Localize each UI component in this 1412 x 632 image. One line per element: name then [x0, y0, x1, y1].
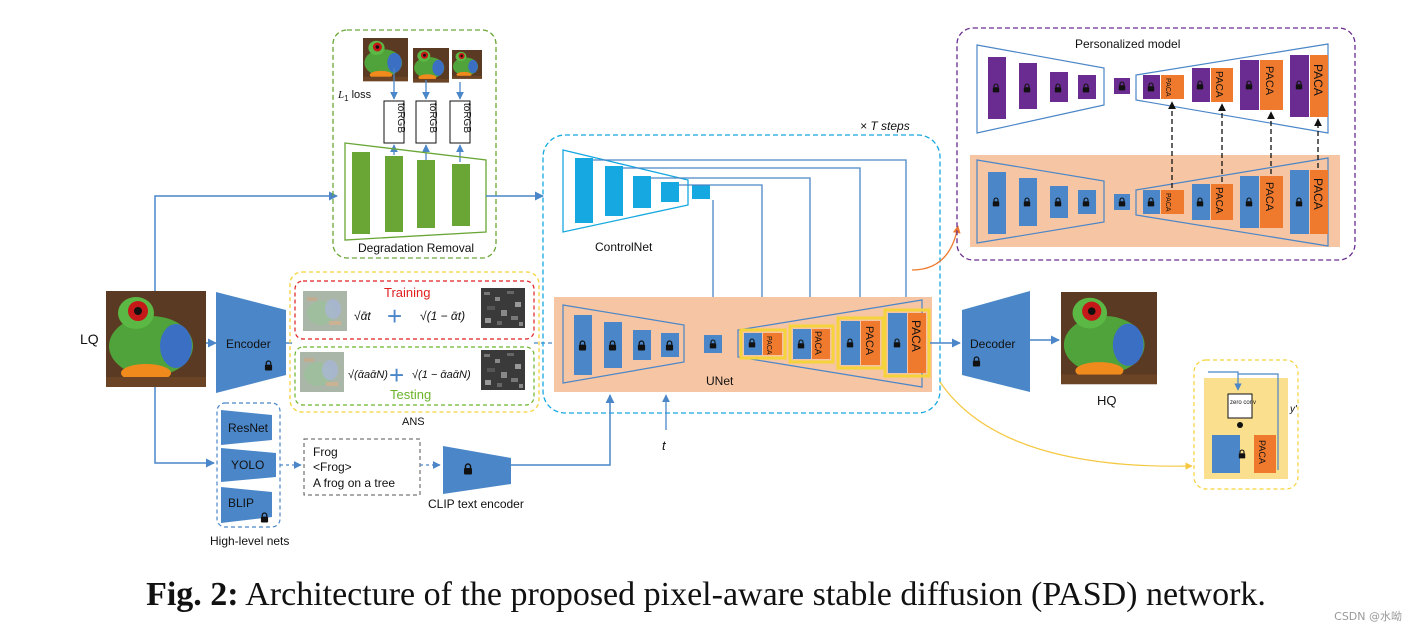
prompt-frog-caption: A frog on a tree [313, 476, 395, 490]
y-prime-label: y' [1289, 404, 1298, 415]
svg-text:Decoder: Decoder [970, 337, 1015, 351]
training-plus: + [387, 301, 402, 331]
zero-conv-block [1227, 393, 1253, 419]
degradation-removal-label: Degradation Removal [358, 241, 474, 255]
svg-text:YOLO: YOLO [231, 458, 264, 472]
paca-detail-box [1193, 359, 1299, 490]
lq-image [106, 291, 206, 387]
svg-text:Encoder: Encoder [226, 337, 271, 351]
training-box [294, 280, 535, 340]
prompt-frog: Frog [313, 445, 338, 459]
testing-box [294, 346, 535, 406]
svg-text:PACA: PACA [765, 336, 772, 355]
unet-label: UNet [706, 374, 734, 388]
svg-text:PACA: PACA [863, 326, 875, 356]
hq-image [1061, 292, 1157, 385]
degradation-output-images [363, 38, 482, 83]
clip-text-encoder-block [443, 446, 511, 494]
svg-text:toRGB: toRGB [461, 103, 472, 133]
blip-block: BLIP [221, 487, 272, 523]
personalized-unet: PACA PACA PACA PACA [976, 43, 1329, 134]
training-noise [481, 288, 525, 328]
controlnet-label: ControlNet [595, 240, 653, 254]
frozen-unet-blocks: PACA PACA PACA PACA [976, 157, 1329, 247]
t-steps-box [542, 134, 941, 414]
hq-label: HQ [1097, 393, 1117, 408]
degradation-removal-network [344, 142, 487, 241]
svg-text:PACA: PACA [909, 320, 923, 352]
personalized-model-box [956, 27, 1356, 261]
testing-image [300, 352, 344, 392]
svg-text:PACA: PACA [1257, 440, 1267, 464]
svg-text:PACA: PACA [1213, 187, 1224, 214]
svg-text:PACA: PACA [813, 331, 823, 355]
training-formula-2: √(1 − ᾱt) [420, 309, 465, 323]
svg-text:PACA: PACA [1311, 178, 1325, 210]
training-label: Training [384, 285, 430, 300]
decoder-block: Decoder [962, 291, 1030, 392]
clip-text-encoder-label: CLIP text encoder [428, 497, 524, 511]
watermark: CSDN @水呦 [1334, 610, 1402, 623]
high-level-nets-label: High-level nets [210, 534, 289, 548]
lq-label: LQ [80, 331, 99, 347]
encoder-block: Encoder [216, 292, 286, 393]
testing-formula-2: √(1 − ᾱaᾱN) [412, 369, 471, 381]
caption-text: Architecture of the proposed pixel-aware… [238, 576, 1266, 613]
svg-text:PACA: PACA [1164, 78, 1171, 97]
ans-box [289, 271, 540, 413]
resnet-block: ResNet [221, 410, 272, 445]
svg-text:PACA: PACA [1164, 193, 1171, 212]
yolo-block: YOLO [221, 448, 276, 482]
svg-text:toRGB: toRGB [395, 103, 406, 133]
controlnet-block [562, 149, 710, 233]
svg-text:ResNet: ResNet [228, 421, 269, 435]
caption-bold: Fig. 2: [146, 576, 239, 613]
svg-text:PACA: PACA [1263, 66, 1275, 96]
testing-noise [481, 350, 525, 390]
testing-formula-1: √(ᾱaᾱN) [348, 369, 388, 381]
text-prompts-box [303, 438, 421, 496]
degradation-removal-box [332, 29, 497, 259]
svg-text:BLIP: BLIP [228, 496, 254, 510]
zero-conv-label: zero conv [1230, 400, 1256, 406]
svg-text:PACA: PACA [1263, 182, 1275, 212]
svg-text:PACA: PACA [1311, 64, 1325, 96]
svg-text:PACA: PACA [1213, 71, 1224, 98]
testing-plus: + [389, 360, 404, 390]
unet-decoder: PACA PACA PACA PACA [737, 299, 931, 388]
torgb-blocks: toRGB toRGB toRGB [383, 100, 472, 144]
t-steps-label: × T steps [860, 119, 910, 133]
personalized-model-label: Personalized model [1075, 37, 1180, 51]
prompt-frog-tag: <Frog> [313, 460, 352, 474]
t-label: t [662, 438, 667, 453]
testing-label: Testing [390, 387, 431, 402]
ans-label: ANS [402, 416, 425, 428]
figure-caption: Fig. 2: Architecture of the proposed pix… [0, 576, 1412, 614]
training-formula-1: √ᾱt [354, 309, 371, 323]
training-image [303, 291, 347, 331]
unet-encoder [562, 304, 685, 384]
svg-text:toRGB: toRGB [427, 103, 438, 133]
